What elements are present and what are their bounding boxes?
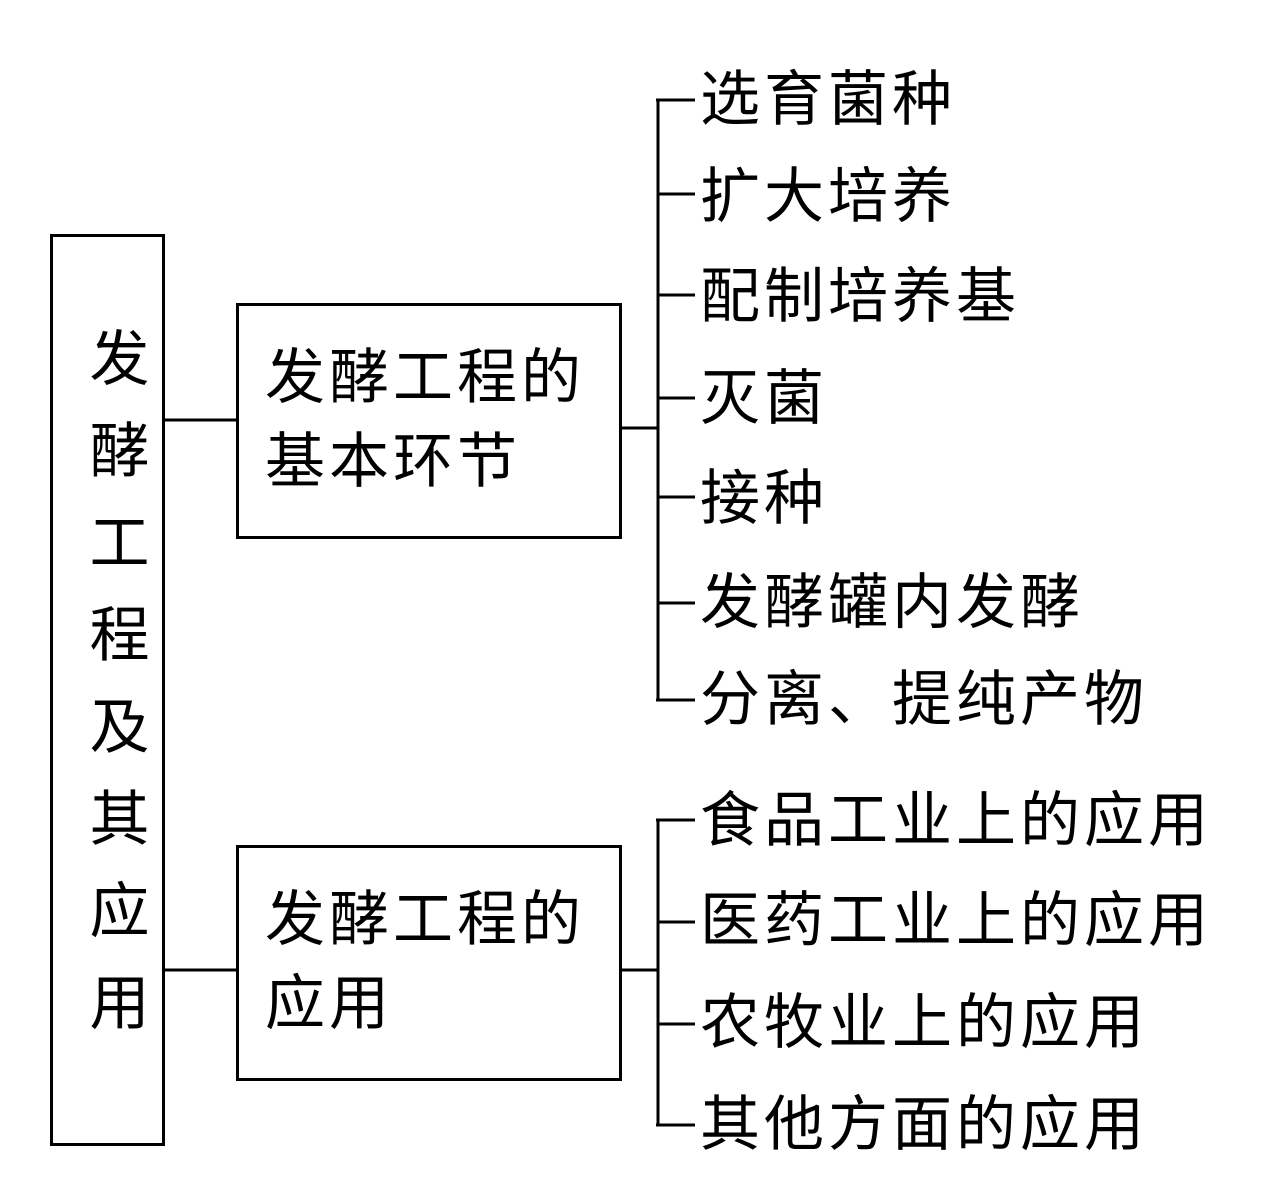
leaf-step-item: 发酵罐内发酵 bbox=[700, 568, 1084, 638]
leaf-step-item: 扩大培养 bbox=[700, 162, 956, 232]
branch-box-basic-steps: 发酵工程的基本环节 bbox=[236, 303, 622, 539]
branch-label-basic-steps: 发酵工程的基本环节 bbox=[265, 343, 585, 497]
leaf-step-item: 分离、提纯产物 bbox=[700, 665, 1148, 735]
leaf-application-item: 医药工业上的应用 bbox=[700, 886, 1212, 956]
root-node-box bbox=[50, 234, 165, 1146]
leaf-step-item: 接种 bbox=[700, 464, 828, 534]
leaf-step-item: 选育菌种 bbox=[700, 65, 956, 135]
leaf-step-item: 灭菌 bbox=[700, 364, 828, 434]
leaf-application-item: 其他方面的应用 bbox=[700, 1090, 1148, 1160]
root-node-label: 发酵工程及其应用 bbox=[79, 327, 149, 1063]
branch-label-applications: 发酵工程的应用 bbox=[265, 885, 585, 1039]
leaf-application-item: 食品工业上的应用 bbox=[700, 786, 1212, 856]
leaf-step-item: 配制培养基 bbox=[700, 262, 1020, 332]
leaf-application-item: 农牧业上的应用 bbox=[700, 988, 1148, 1058]
branch-box-applications: 发酵工程的应用 bbox=[236, 845, 622, 1081]
